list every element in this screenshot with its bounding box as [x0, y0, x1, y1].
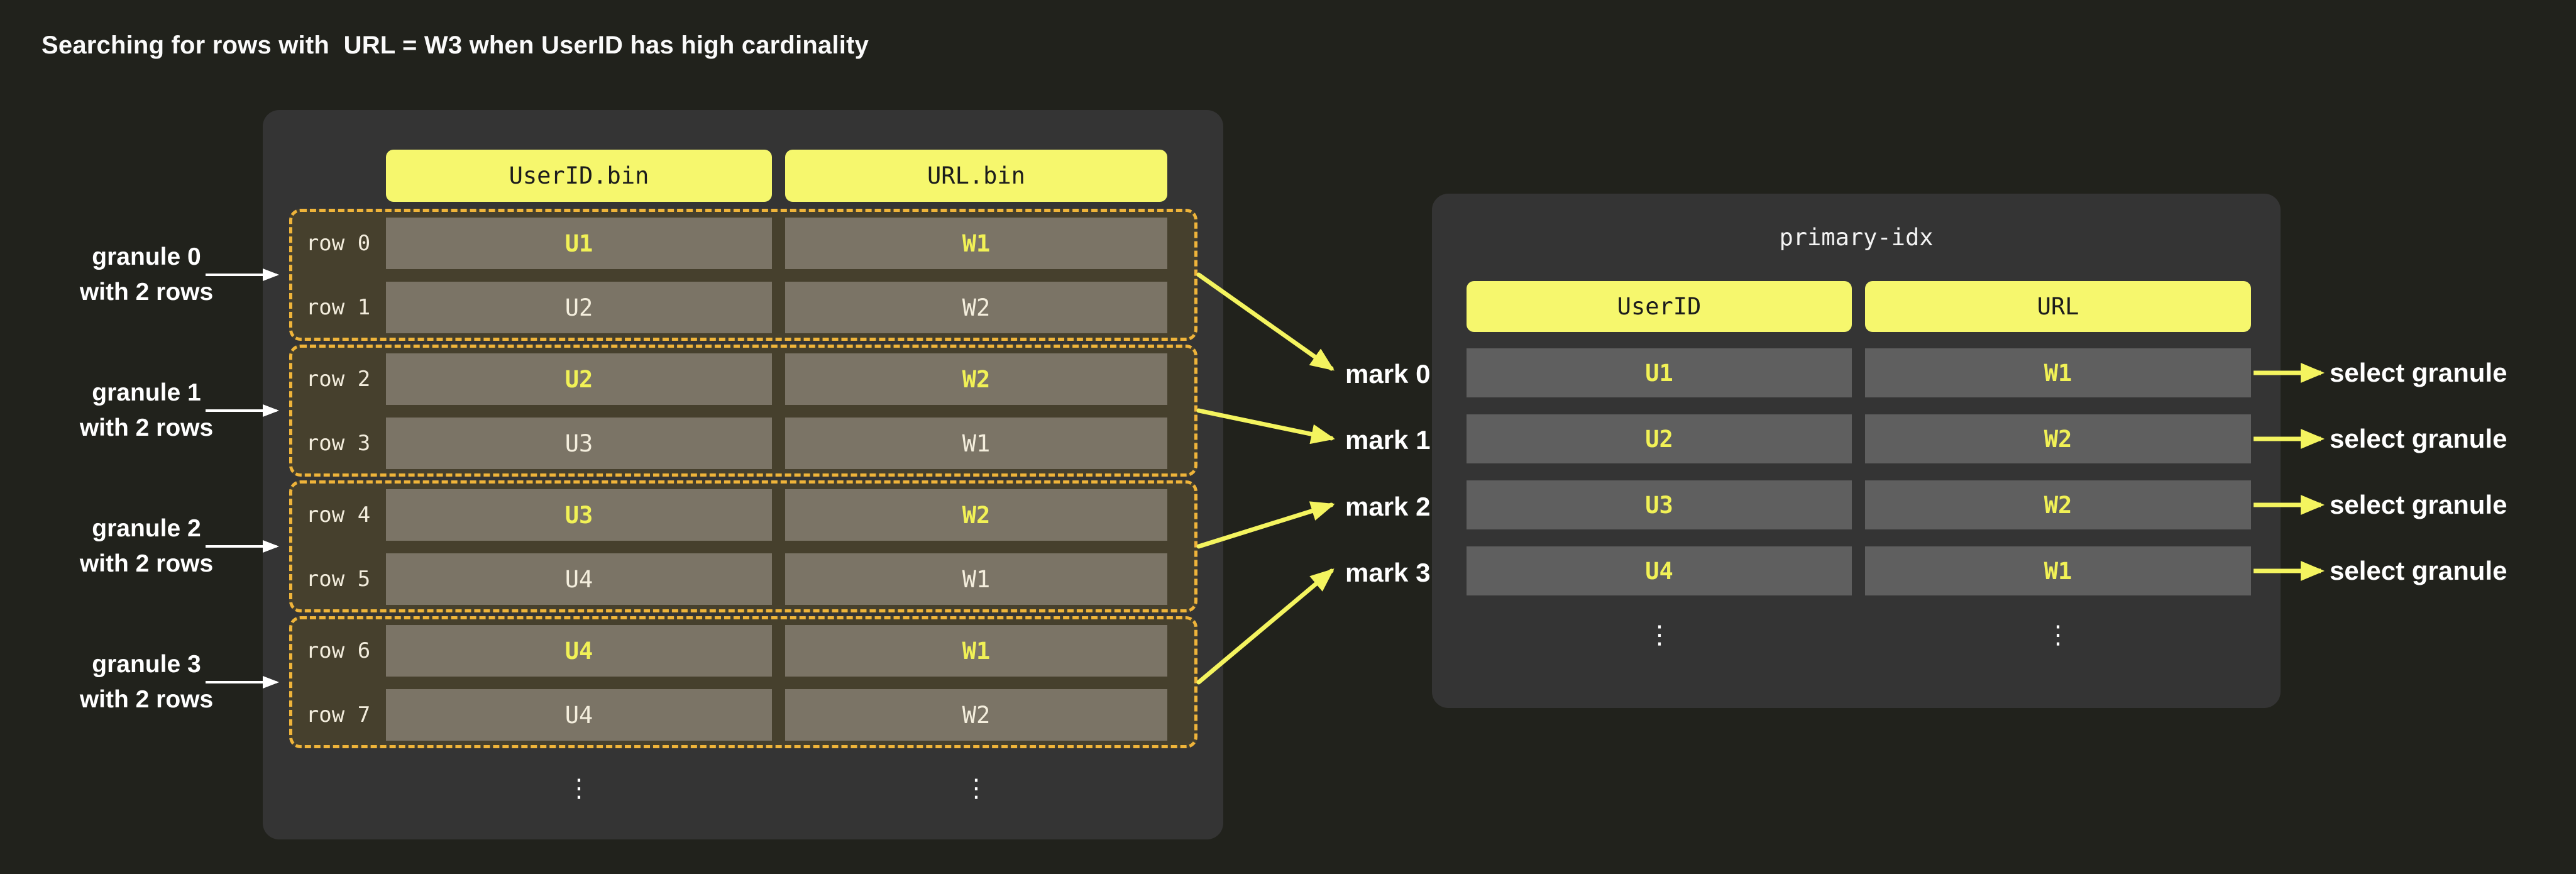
- granule-label-line1: granule 0: [92, 243, 201, 270]
- url-cell: W2: [785, 353, 1167, 405]
- row-label: row 4: [305, 502, 371, 528]
- page-title: Searching for rows with URL = W3 when Us…: [41, 31, 869, 59]
- column-ellipsis: ⋮: [566, 774, 592, 803]
- granule-label-3: granule 3 with 2 rows: [46, 647, 247, 717]
- row-label: row 7: [305, 702, 371, 727]
- url-cell: W1: [785, 625, 1167, 677]
- userid-cell: U3: [386, 489, 772, 541]
- primary-index-title: primary-idx: [1779, 224, 1934, 251]
- mark-label-3: mark 3: [1345, 558, 1431, 587]
- index-column-header-userid: UserID: [1467, 281, 1852, 332]
- index-userid-cell: U1: [1467, 348, 1852, 397]
- granule-label-0: granule 0 with 2 rows: [46, 240, 247, 310]
- url-cell: W1: [785, 218, 1167, 269]
- index-url-cell: W2: [1865, 480, 2251, 529]
- select-granule-label-3: select granule: [2330, 556, 2507, 585]
- granule-label-line2: with 2 rows: [79, 279, 214, 306]
- granule-label-line2: with 2 rows: [79, 686, 214, 713]
- index-ellipsis: ⋮: [1647, 621, 1672, 650]
- index-url-cell: W1: [1865, 348, 2251, 397]
- userid-cell: U4: [386, 553, 772, 605]
- row-label: row 6: [305, 638, 371, 663]
- granule-label-line1: granule 1: [92, 379, 201, 406]
- index-column-header-url: URL: [1865, 281, 2251, 332]
- row-label: row 1: [305, 295, 371, 320]
- mark-label-0: mark 0: [1345, 359, 1431, 389]
- row-label: row 0: [305, 231, 371, 256]
- column-header-url-bin: URL.bin: [785, 150, 1167, 202]
- url-cell: W1: [785, 553, 1167, 605]
- index-ellipsis: ⋮: [2045, 621, 2071, 650]
- index-url-cell: W2: [1865, 414, 2251, 463]
- url-cell: W2: [785, 282, 1167, 333]
- userid-cell: U2: [386, 282, 772, 333]
- granule-label-2: granule 2 with 2 rows: [46, 511, 247, 582]
- userid-cell: U4: [386, 625, 772, 677]
- column-header-userid-bin: UserID.bin: [386, 150, 772, 202]
- select-granule-label-1: select granule: [2330, 424, 2507, 453]
- select-granule-label-0: select granule: [2330, 358, 2507, 387]
- index-userid-cell: U3: [1467, 480, 1852, 529]
- index-userid-cell: U4: [1467, 546, 1852, 595]
- granule-label-line1: granule 3: [92, 651, 201, 678]
- row-label: row 3: [305, 431, 371, 456]
- userid-cell: U2: [386, 353, 772, 405]
- url-cell: W2: [785, 689, 1167, 741]
- granule-label-1: granule 1 with 2 rows: [46, 375, 247, 446]
- column-ellipsis: ⋮: [964, 774, 989, 803]
- index-url-cell: W1: [1865, 546, 2251, 595]
- mark-label-2: mark 2: [1345, 492, 1431, 521]
- userid-cell: U4: [386, 689, 772, 741]
- userid-cell: U1: [386, 218, 772, 269]
- row-label: row 5: [305, 567, 371, 592]
- userid-cell: U3: [386, 418, 772, 469]
- url-cell: W2: [785, 489, 1167, 541]
- index-userid-cell: U2: [1467, 414, 1852, 463]
- granule-label-line2: with 2 rows: [79, 550, 214, 577]
- granule-label-line1: granule 2: [92, 515, 201, 542]
- row-label: row 2: [305, 367, 371, 392]
- select-granule-label-2: select granule: [2330, 490, 2507, 519]
- granule-label-line2: with 2 rows: [79, 414, 214, 441]
- url-cell: W1: [785, 418, 1167, 469]
- mark-label-1: mark 1: [1345, 425, 1431, 455]
